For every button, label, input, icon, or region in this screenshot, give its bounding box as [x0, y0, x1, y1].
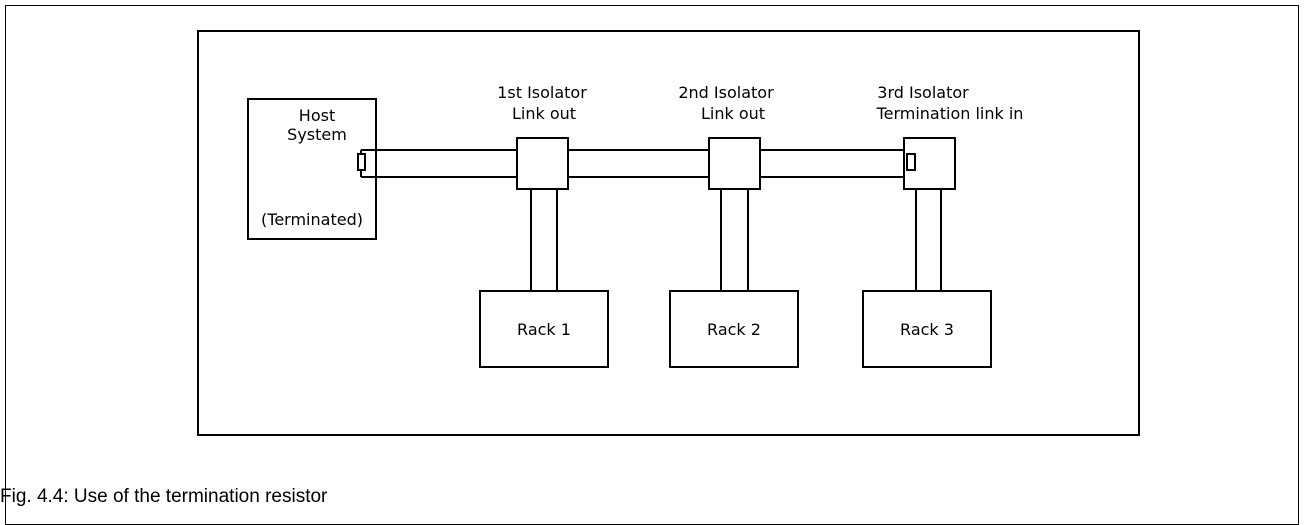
isolator-1-label-line2: Link out [512, 104, 576, 123]
isolator-3-label-line2: Termination link in [876, 104, 1024, 123]
isolator-1-box [516, 137, 569, 190]
host-label-line1: Host [299, 106, 335, 125]
isolator-2-label-line1: 2nd Isolator [678, 83, 774, 102]
termination-diagram: Host System (Terminated) 1st Isolator Li… [197, 30, 1140, 436]
isolator-2-box [708, 137, 761, 190]
isolator-3-termination-resistor [906, 153, 916, 171]
host-label-terminated: (Terminated) [261, 210, 363, 229]
host-system-box [247, 98, 377, 240]
rack-1-label: Rack 1 [517, 320, 571, 339]
diagram-frame [197, 30, 1140, 436]
figure-caption: Fig. 4.4: Use of the termination resisto… [0, 486, 328, 507]
isolator-2-label-line2: Link out [701, 104, 765, 123]
rack-3-label: Rack 3 [900, 320, 954, 339]
rack-1-box [479, 290, 609, 368]
rack-3-box [862, 290, 992, 368]
isolator-3-label-line1: 3rd Isolator [877, 83, 969, 102]
host-termination-resistor [357, 153, 366, 171]
rack-2-box [669, 290, 799, 368]
rack-2-label: Rack 2 [707, 320, 761, 339]
host-label-line2: System [287, 125, 347, 144]
isolator-1-label-line1: 1st Isolator [497, 83, 587, 102]
